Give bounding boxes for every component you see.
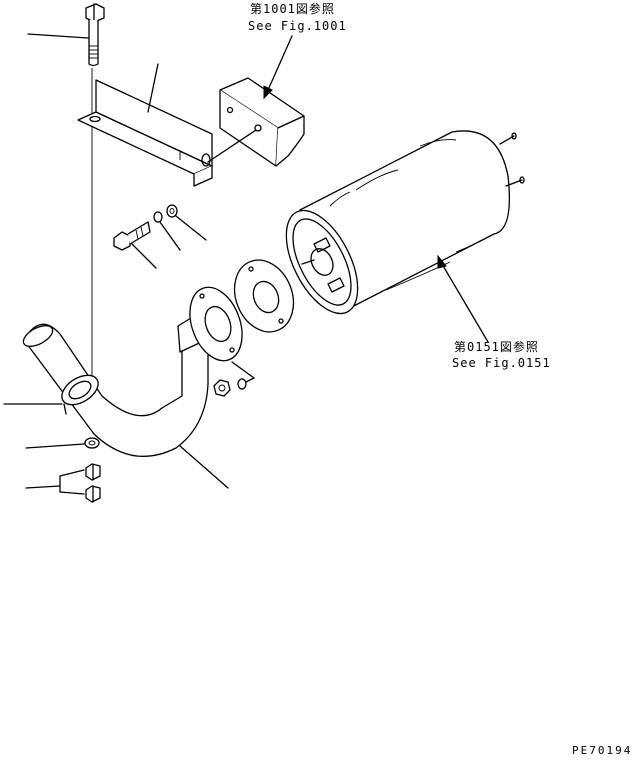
lower-washer-leader	[25, 443, 85, 449]
reference-bracket	[219, 77, 305, 167]
exhaust-pipe	[22, 286, 243, 457]
bracket-leader	[147, 63, 159, 113]
flange-nuts	[213, 361, 255, 397]
top-bolt	[85, 3, 105, 67]
flange-bolt	[113, 221, 151, 251]
fig0151-reference-line1: 第0151図参照	[454, 340, 539, 354]
flat-washer	[166, 204, 178, 218]
pipe-leader	[179, 445, 229, 489]
flange-gasket	[233, 259, 295, 333]
muffler	[285, 130, 525, 315]
bolt-leader	[131, 243, 157, 269]
fig1001-reference-line1: 第1001図参照	[250, 2, 335, 16]
fig1001-reference-line2: See Fig.1001	[248, 19, 347, 33]
drawing-code: PE70194	[572, 744, 633, 757]
mounting-bracket	[77, 79, 213, 187]
fig1001-leader-arrow	[263, 35, 293, 100]
fig0151-reference-line2: See Fig.0151	[452, 356, 551, 370]
lower-washer	[84, 437, 100, 449]
top-bolt-leader	[27, 33, 89, 39]
bracket-to-reference-axis	[207, 129, 257, 163]
lower-nuts	[85, 463, 101, 503]
fig0151-leader-arrow	[437, 254, 489, 343]
flat-washer-leader	[175, 215, 207, 241]
lock-washer	[153, 211, 163, 223]
pipe-clamp	[61, 374, 99, 415]
lower-nuts-leader	[25, 469, 85, 495]
lock-washer-leader	[159, 221, 181, 251]
